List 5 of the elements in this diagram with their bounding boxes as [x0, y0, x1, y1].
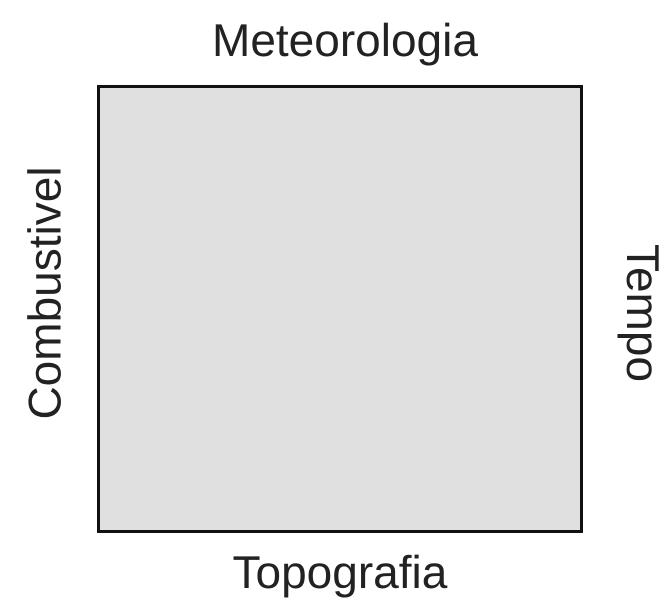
square-panel: [97, 85, 583, 533]
side-label: Combustivel: [21, 166, 68, 420]
side-label: Topografia: [232, 549, 448, 595]
side-label: Meteorologia: [212, 17, 478, 63]
side-label: Tempo: [620, 244, 666, 382]
